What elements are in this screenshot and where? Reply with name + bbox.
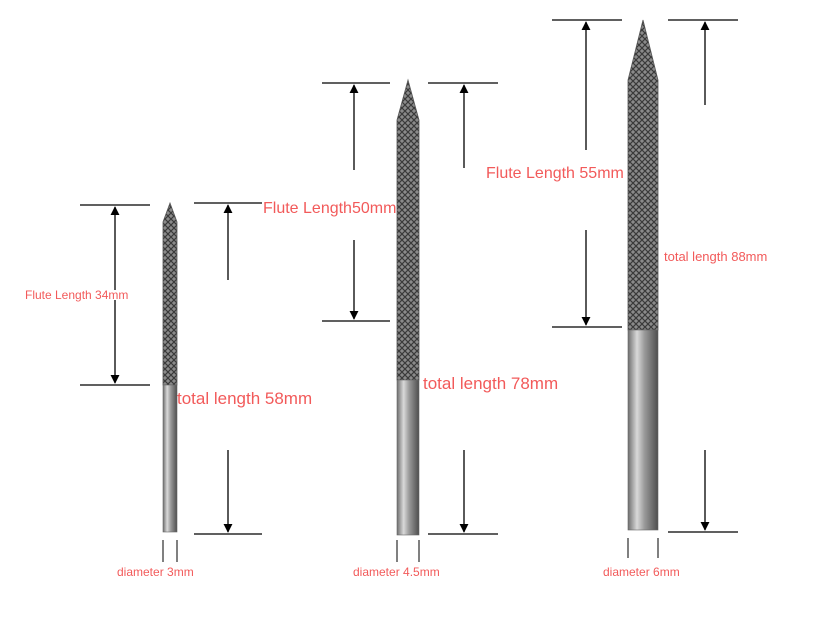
burr-bit-3mm (162, 201, 178, 533)
total-length-label-bit-3: total length 88mm (664, 249, 768, 264)
burr-bit-6mm (627, 19, 659, 531)
burr-bit-4-5mm (396, 78, 420, 536)
total-length-label-bit-2: total length 78mm (423, 374, 559, 393)
flute-length-label-bit-1: Flute Length 34mm (25, 288, 129, 302)
diameter-label-bit-1: diameter 3mm (117, 565, 194, 579)
dimension-lines-bit-1 (80, 202, 262, 562)
diameter-label-bit-2: diameter 4.5mm (353, 565, 440, 579)
total-length-label-bit-1: total length 58mm (177, 389, 313, 408)
dimension-lines-bit-2 (322, 82, 498, 562)
diameter-label-bit-3: diameter 6mm (603, 565, 680, 579)
dimension-lines-bit-3 (552, 19, 738, 558)
flute-length-label-bit-3: Flute Length 55mm (486, 165, 624, 182)
flute-length-label-bit-2: Flute Length50mm (263, 200, 397, 217)
